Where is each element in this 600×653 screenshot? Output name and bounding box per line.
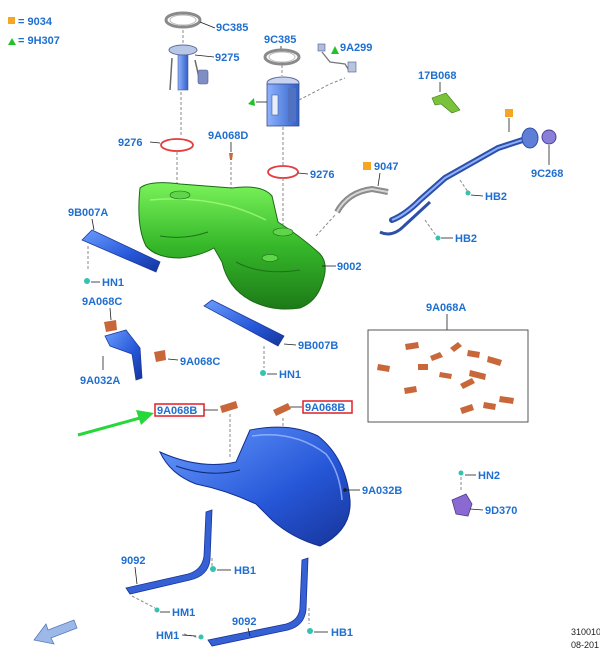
label-hb1-left[interactable]: HB1	[234, 565, 256, 577]
orientation-arrow-icon	[33, 619, 78, 645]
fuel-sender-left	[168, 44, 209, 91]
pad-9a068c-lower	[154, 350, 166, 362]
pad-9a068c-upper	[104, 320, 117, 332]
label-9276-center[interactable]: 9276	[310, 169, 334, 181]
label-9a068c-upper[interactable]: 9A068C	[82, 296, 122, 308]
label-9a032b[interactable]: 9A032B	[362, 485, 402, 497]
label-9092-right[interactable]: 9092	[232, 616, 256, 628]
fuel-pump-module	[266, 76, 300, 127]
orange-square-icon-9047	[363, 162, 371, 170]
green-triangle-icon-9a299	[331, 46, 339, 54]
bolt-hm1-upper-icon	[154, 607, 160, 613]
clip-hb2-lower-icon	[435, 235, 441, 241]
o-ring-center	[267, 165, 299, 179]
orange-square-icon-filler	[505, 109, 513, 117]
pad-kit-pieces	[377, 342, 514, 414]
label-hm1-upper[interactable]: HM1	[172, 607, 195, 619]
label-hb1-right[interactable]: HB1	[331, 627, 353, 639]
label-hm1-lower[interactable]: HM1	[156, 630, 179, 642]
nut-hn1-lower-icon	[260, 370, 266, 376]
pad-kit-box	[367, 329, 529, 423]
footer-date: 08-201	[571, 640, 599, 650]
bolt-hb1-left-icon	[210, 566, 216, 572]
label-9a299[interactable]: 9A299	[340, 42, 372, 54]
label-9276-left[interactable]: 9276	[118, 137, 142, 149]
bolt-hb1-right-icon	[307, 628, 313, 634]
clip-hb2-upper-icon	[465, 190, 471, 196]
part-9d370	[451, 493, 473, 517]
o-ring-left	[160, 138, 194, 152]
label-9b007a[interactable]: 9B007A	[68, 207, 108, 219]
pad-9a068b-left	[220, 401, 238, 413]
nut-hn1-upper-icon	[84, 278, 90, 284]
bracket-9b007b	[203, 299, 285, 347]
label-hn1-lower[interactable]: HN1	[279, 369, 301, 381]
label-9c385-center[interactable]: 9C385	[264, 34, 296, 46]
label-9a068b-right[interactable]: 9A068B	[305, 402, 345, 414]
green-triangle-icon-pump	[248, 98, 255, 106]
label-hn2[interactable]: HN2	[478, 470, 500, 482]
label-9a068a[interactable]: 9A068A	[426, 302, 466, 314]
footer-code: 310010	[571, 627, 600, 637]
legend-9034: = 9034	[18, 16, 53, 28]
seal-ring-center	[263, 48, 301, 66]
label-9092-left[interactable]: 9092	[121, 555, 145, 567]
legend-square-icon	[8, 17, 15, 24]
seal-ring-left	[164, 11, 202, 29]
bracket-9b007a	[81, 229, 161, 273]
shield-9a032a	[104, 329, 143, 381]
label-hn1-upper[interactable]: HN1	[102, 277, 124, 289]
pad-9a068d	[229, 153, 233, 160]
connector-9a299	[317, 43, 326, 52]
nut-hn2-icon	[458, 470, 464, 476]
label-9a032a[interactable]: 9A032A	[80, 375, 120, 387]
label-9a068b-left[interactable]: 9A068B	[157, 405, 197, 417]
pad-9a068b-right	[273, 403, 291, 416]
label-9d370[interactable]: 9D370	[485, 505, 517, 517]
strap-9092-right	[207, 557, 309, 647]
legend-triangle-icon	[8, 38, 16, 45]
label-9c385-left[interactable]: 9C385	[216, 22, 248, 34]
label-9c268[interactable]: 9C268	[531, 168, 563, 180]
label-9a068c-lower[interactable]: 9A068C	[180, 356, 220, 368]
fuel-tank	[138, 182, 326, 310]
label-17b068[interactable]: 17B068	[418, 70, 457, 82]
label-hb2-upper[interactable]: HB2	[485, 191, 507, 203]
legend-9h307: = 9H307	[18, 35, 60, 47]
label-9275[interactable]: 9275	[215, 52, 239, 64]
highlight-box-right	[302, 400, 353, 414]
label-9b007b[interactable]: 9B007B	[298, 340, 338, 352]
label-9002[interactable]: 9002	[337, 261, 361, 273]
part-17b068	[431, 92, 461, 114]
label-hb2-lower[interactable]: HB2	[455, 233, 477, 245]
pointer-arrow	[77, 410, 154, 437]
shield-9a032b	[158, 426, 351, 547]
strap-9092-left	[125, 509, 213, 595]
filler-neck	[379, 127, 557, 236]
label-9047[interactable]: 9047	[374, 161, 398, 173]
bolt-hm1-lower-icon	[198, 634, 204, 640]
label-9a068d[interactable]: 9A068D	[208, 130, 248, 142]
